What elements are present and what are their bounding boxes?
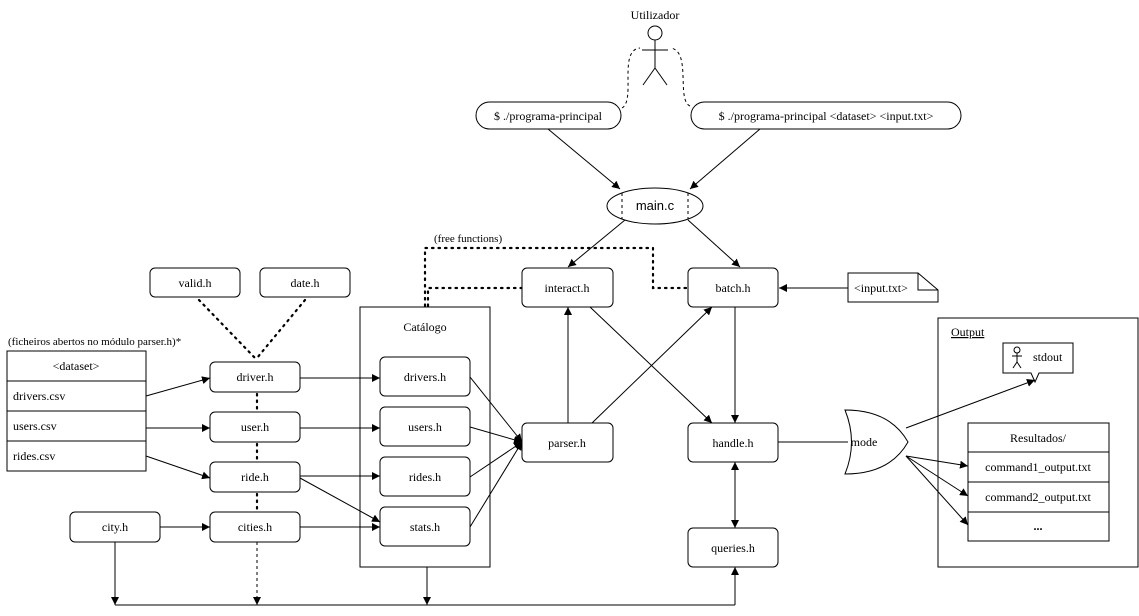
free-functions-route <box>423 246 690 308</box>
mode-label: mode <box>851 435 878 449</box>
output-title: Output <box>951 325 985 339</box>
queries-label: queries.h <box>711 541 755 555</box>
date-module <box>259 267 351 298</box>
cities-label: cities.h <box>238 520 272 534</box>
city-label: city.h <box>102 520 128 534</box>
stdout-actor-icon <box>1012 346 1022 369</box>
parser-label: parser.h <box>548 436 586 450</box>
results-item-1: command1_output.txt <box>985 460 1091 474</box>
interact-label: interact.h <box>545 281 590 295</box>
user-link-batch <box>669 47 691 107</box>
user-label: Utilizador <box>631 8 680 22</box>
ride-module <box>209 461 301 493</box>
batch-module <box>687 267 779 308</box>
free-functions-label: (free functions) <box>434 233 502 245</box>
catalog-rides-label: rides.h <box>409 470 441 484</box>
user-module-label: user.h <box>241 420 269 434</box>
stdout-label: stdout <box>1033 350 1063 364</box>
catalog-title: Catálogo <box>403 320 446 334</box>
dataset-note: (ficheiros abertos no módulo parser.h)* <box>8 336 181 348</box>
user-actor-icon <box>642 25 668 86</box>
main-node <box>606 187 704 225</box>
input-file-label: <input.txt> <box>854 281 908 295</box>
dataset-file-rides: rides.csv <box>13 449 55 463</box>
driver-module <box>209 361 301 393</box>
user-module <box>209 411 301 443</box>
valid-label: valid.h <box>179 276 212 290</box>
results-item-2: command2_output.txt <box>985 490 1091 504</box>
batch-label: batch.h <box>716 281 751 295</box>
command-interactive-label: $ ./programa-principal <box>494 109 603 123</box>
command-batch-label: $ ./programa-principal <dataset> <input.… <box>719 109 934 123</box>
input-file-note <box>847 272 939 303</box>
stdout-callout <box>1002 342 1074 384</box>
catalog-drivers-label: drivers.h <box>404 370 446 384</box>
dataset-file-drivers: drivers.csv <box>13 389 65 403</box>
dataset-file-users: users.csv <box>13 419 57 433</box>
driver-label: driver.h <box>237 370 274 384</box>
ride-label: ride.h <box>241 470 269 484</box>
date-label: date.h <box>291 276 320 290</box>
main-label: main.c <box>636 198 675 213</box>
catalog-drivers <box>379 356 471 397</box>
results-header: Resultados/ <box>1010 431 1067 445</box>
user-link-interactive <box>621 47 641 109</box>
catalog-stats-label: stats.h <box>410 520 440 534</box>
valid-module <box>149 267 241 298</box>
catalog-users <box>379 406 471 447</box>
dataset-header: <dataset> <box>53 359 100 373</box>
command-batch <box>690 101 962 130</box>
catalog-users-label: users.h <box>408 420 442 434</box>
handle-label: handle.h <box>713 436 754 450</box>
mode-switch <box>844 409 909 475</box>
results-item-more: ... <box>1034 519 1043 533</box>
